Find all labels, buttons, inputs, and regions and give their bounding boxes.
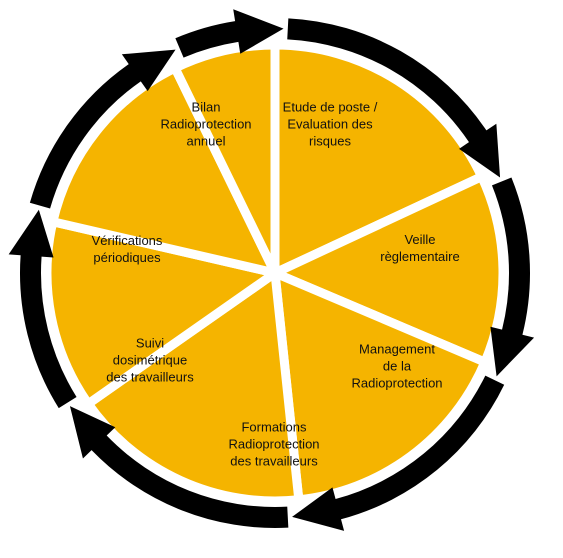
segment-label-veille-reglementaire: Veille règlementaire: [380, 232, 460, 264]
segment-label-formations: Formations Radioprotection des travaille…: [228, 419, 320, 469]
segment-bilan: [170, 40, 280, 278]
segment-veille-reglementaire: [270, 172, 508, 367]
cycle-arrow-management: [292, 375, 505, 531]
cycle-arrow-formations: [69, 406, 289, 528]
cycle-arrow-bilan: [175, 9, 284, 58]
cycle-arrow-suivi-dosimetrique: [8, 209, 77, 409]
segment-label-verifications: Vérifications périodiques: [91, 233, 163, 265]
cycle-arrow-etude-de-poste: [287, 18, 501, 178]
segment-suivi-dosimetrique: [42, 217, 280, 409]
segment-label-management: Management de la Radioprotection: [351, 341, 443, 391]
segment-verifications: [48, 63, 280, 278]
cycle-arrow-veille-reglementaire: [490, 177, 535, 377]
segment-label-suivi-dosimetrique: Suivi dosimétrique des travailleurs: [106, 335, 194, 385]
segment-label-etude-de-poste: Etude de poste / Evaluation des risques: [282, 99, 378, 149]
cycle-arrow-verifications: [29, 49, 176, 209]
segment-label-bilan: Bilan Radioprotection annuel: [160, 99, 252, 149]
